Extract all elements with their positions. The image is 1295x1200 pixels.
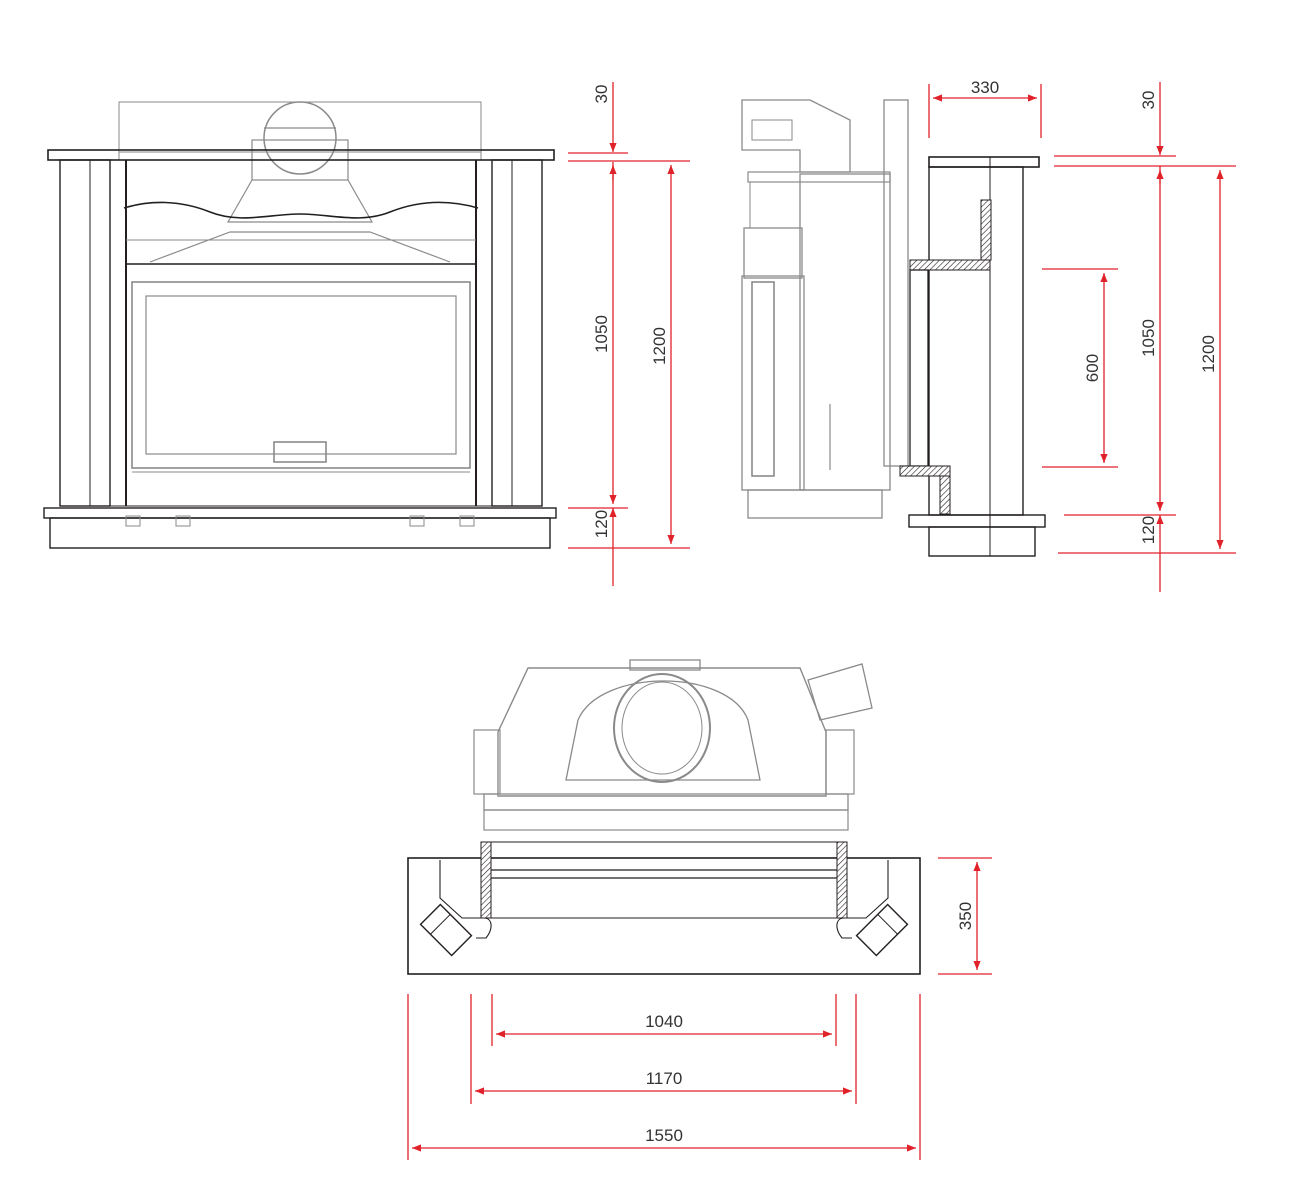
side-view-dimensions: 330 30 600 1050 120 1200: [928, 78, 1236, 592]
front-view-dimensions: 30 1050 120 1200: [568, 82, 690, 586]
front-right-column: [491, 159, 543, 507]
side-dim-1050: 1050: [1139, 319, 1158, 357]
door-handle-icon: [273, 441, 327, 463]
front-view: [43, 101, 557, 549]
front-dim-1200: 1200: [650, 327, 669, 365]
side-mantel-shelf: [928, 156, 1040, 168]
top-dim-1170: 1170: [646, 1069, 683, 1088]
top-dim-1550: 1550: [645, 1126, 683, 1145]
side-base: [908, 514, 1046, 528]
side-view: [741, 99, 1046, 557]
top-mantel-outline: [407, 857, 921, 975]
side-dim-330: 330: [971, 78, 999, 97]
side-dim-1200: 1200: [1199, 335, 1218, 373]
front-dim-1050: 1050: [592, 315, 611, 353]
front-left-column: [59, 159, 111, 507]
top-dim-1040: 1040: [645, 1012, 683, 1031]
side-dim-30: 30: [1139, 91, 1158, 110]
front-dim-30: 30: [592, 85, 611, 104]
firebox-door: [131, 281, 471, 469]
top-flue-pipe-icon: [613, 673, 711, 783]
top-view-dimensions: 350 1040 1170 1550: [407, 857, 992, 1160]
side-dim-600: 600: [1083, 354, 1102, 382]
front-base: [43, 507, 557, 519]
flue-pipe-icon: [263, 101, 337, 175]
side-dim-120: 120: [1139, 516, 1158, 544]
insert-body: [799, 173, 891, 491]
top-flue-connector: [629, 659, 701, 671]
front-dim-120: 120: [592, 510, 611, 538]
side-column: [928, 166, 1024, 516]
top-view: [407, 659, 921, 975]
top-dim-350: 350: [956, 902, 975, 930]
